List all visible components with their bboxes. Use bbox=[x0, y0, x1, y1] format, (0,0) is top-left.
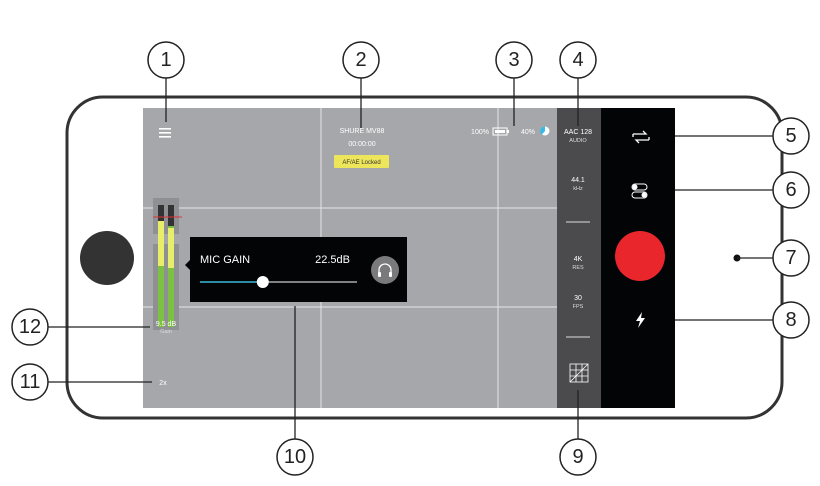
callout-5: 5 bbox=[772, 117, 810, 155]
sample-rate-unit: kHz bbox=[573, 186, 583, 192]
callout-4: 4 bbox=[559, 41, 597, 79]
settings-panel bbox=[557, 108, 601, 408]
gain-value: 9.5 dB bbox=[156, 321, 177, 328]
toggle-settings-icon[interactable] bbox=[631, 183, 648, 199]
record-button[interactable] bbox=[615, 231, 665, 281]
leader-lines bbox=[48, 78, 773, 439]
svg-text:11: 11 bbox=[20, 371, 41, 393]
zoom-level[interactable]: 2x bbox=[159, 380, 167, 387]
switch-camera-icon[interactable] bbox=[632, 130, 650, 144]
focus-badge-label: AF/AE Locked bbox=[342, 160, 380, 166]
flash-icon[interactable] bbox=[636, 312, 645, 328]
callout-10: 10 bbox=[276, 438, 314, 476]
headphones-icon bbox=[378, 263, 392, 273]
svg-text:8: 8 bbox=[785, 309, 796, 331]
resolution[interactable]: 4K bbox=[574, 256, 583, 263]
slider-thumb[interactable] bbox=[256, 276, 269, 288]
svg-text:7: 7 bbox=[785, 247, 796, 269]
storage-pie-icon bbox=[540, 126, 550, 136]
svg-text:12: 12 bbox=[19, 316, 41, 338]
mic-gain-value: 22.5dB bbox=[315, 254, 350, 266]
callout-12: 12 bbox=[11, 308, 49, 346]
storage-percent: 40% bbox=[521, 129, 535, 136]
svg-text:5: 5 bbox=[785, 125, 796, 147]
record-timer: 00:00:00 bbox=[348, 141, 375, 148]
audio-format[interactable]: AAC 128 bbox=[564, 129, 592, 136]
grid-icon[interactable] bbox=[569, 363, 589, 383]
callout-6: 6 bbox=[772, 171, 810, 209]
battery-percent: 100% bbox=[471, 129, 489, 136]
focus-badge[interactable] bbox=[334, 155, 389, 168]
svg-text:6: 6 bbox=[785, 179, 796, 201]
menu-icon[interactable] bbox=[159, 128, 171, 138]
callout-7: 7 bbox=[772, 239, 810, 277]
battery-icon bbox=[492, 127, 509, 136]
frame-rate[interactable]: 30 bbox=[574, 295, 582, 302]
home-button bbox=[80, 231, 134, 285]
svg-text:4: 4 bbox=[572, 49, 583, 71]
gain-label: Gain bbox=[160, 329, 172, 335]
resolution-label: RES bbox=[572, 265, 584, 271]
svg-text:1: 1 bbox=[160, 49, 171, 71]
callout-3: 3 bbox=[495, 41, 533, 79]
svg-text:9: 9 bbox=[572, 446, 583, 468]
svg-text:10: 10 bbox=[284, 446, 306, 468]
level-meter bbox=[153, 198, 182, 330]
svg-text:2: 2 bbox=[355, 49, 366, 71]
svg-text:3: 3 bbox=[508, 49, 519, 71]
headphones-button[interactable] bbox=[371, 256, 399, 284]
frame-rate-label: FPS bbox=[573, 304, 584, 310]
callout-9: 9 bbox=[559, 438, 597, 476]
mic-gain-label: MIC GAIN bbox=[200, 254, 250, 266]
callout-8: 8 bbox=[772, 301, 810, 339]
device-name: SHURE MV88 bbox=[340, 128, 385, 135]
callout-11: 11 bbox=[11, 363, 49, 401]
callout-1: 1 bbox=[147, 41, 185, 79]
sample-rate[interactable]: 44.1 bbox=[571, 177, 585, 184]
callout-2: 2 bbox=[342, 41, 380, 79]
mic-gain-popup: MIC GAIN 22.5dB bbox=[185, 237, 407, 302]
audio-label: AUDIO bbox=[569, 138, 587, 144]
grid-overlay bbox=[143, 108, 557, 408]
